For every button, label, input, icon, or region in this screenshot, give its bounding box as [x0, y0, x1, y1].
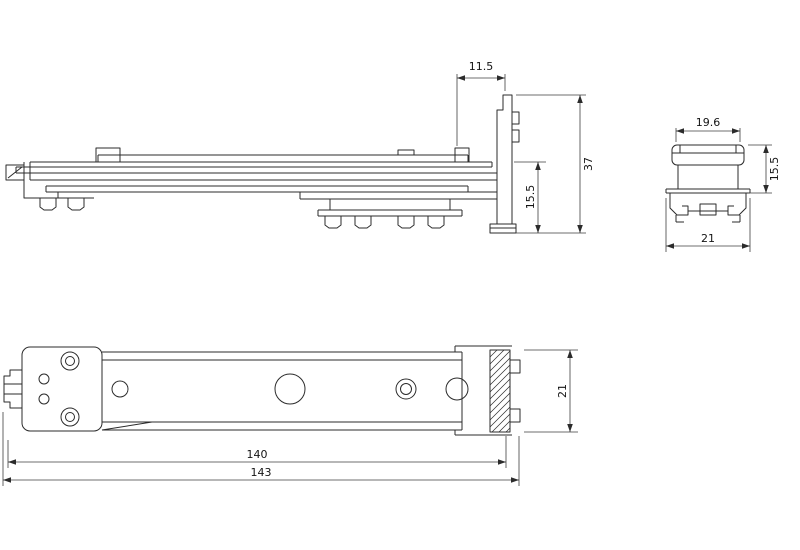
hole-top: [65, 356, 75, 366]
side-rail-height-dim-label: 15.5: [524, 185, 537, 210]
cap-inner-verticals: [679, 145, 737, 153]
side-total-height-dim-label: 37: [582, 157, 595, 171]
dim-arrowhead: [535, 225, 541, 233]
body-outline: [102, 351, 463, 431]
hole-ring-top: [60, 351, 80, 371]
base-feet: [675, 215, 741, 223]
dim-arrowhead: [676, 128, 684, 134]
lower-rail: [317, 199, 463, 217]
hole-end: [445, 377, 469, 401]
dim-arrowhead: [8, 459, 16, 465]
base-left-leg: [669, 193, 689, 216]
left-plate: [21, 346, 103, 432]
plan-view-dims: 21 140 143: [2, 349, 578, 486]
end-body-height-dim-label: 15.5: [768, 157, 781, 182]
dim-arrowhead: [577, 225, 583, 233]
dim-arrowhead: [742, 243, 750, 249]
end-view-dims: 19.6 15.5 21: [665, 116, 781, 252]
extension-lines: [2, 349, 578, 486]
hole-right-inner: [400, 383, 412, 395]
bumper-body: [489, 349, 511, 433]
top-tab-right: [454, 147, 470, 163]
flange-lines: [665, 188, 751, 194]
bumper-hatch: [489, 349, 511, 433]
dim-arrowhead: [535, 162, 541, 170]
end-plate-clip-upper: [511, 111, 520, 125]
end-base-width-dim-label: 21: [701, 232, 715, 245]
dim-arrowhead: [567, 350, 573, 358]
hole-small-upper: [38, 373, 50, 385]
rail-layer-edges: [15, 162, 493, 192]
right-foot-clips: [397, 216, 445, 229]
base-right-leg: [727, 193, 747, 216]
extension-lines: [456, 74, 586, 234]
dim-arrowhead: [457, 75, 465, 81]
top-boss: [95, 147, 121, 163]
lower-leg: [299, 192, 497, 200]
bumper-clip-top: [509, 359, 521, 374]
left-tab-lines: [4, 383, 22, 395]
top-tab-small: [397, 149, 415, 156]
dim-arrowhead: [666, 243, 674, 249]
side-offset-dim-label: 11.5: [469, 60, 494, 73]
rail-layers: [16, 161, 497, 193]
dim-arrowhead: [498, 459, 506, 465]
bumper-frame: [454, 345, 512, 436]
plan-view: [3, 345, 521, 436]
dim-arrowhead: [511, 477, 519, 483]
dim-arrowhead: [763, 185, 769, 193]
dim-arrowhead: [577, 95, 583, 103]
plan-overall-length-dim-label: 143: [251, 466, 272, 479]
base-center-tab: [699, 203, 717, 216]
mid-body: [677, 165, 739, 189]
dim-arrowhead: [497, 75, 505, 81]
end-top-width-dim-label: 19.6: [696, 116, 721, 129]
bumper-clip-bottom: [509, 408, 521, 423]
side-view-dims: 11.5 37 15.5: [456, 60, 595, 234]
end-plate: [496, 94, 513, 225]
left-end-block-detail: [7, 166, 23, 179]
dim-arrowhead: [763, 145, 769, 153]
dim-arrowhead: [567, 424, 573, 432]
mid-foot-clips: [324, 216, 372, 229]
hole-plain: [111, 380, 129, 398]
end-view: [665, 144, 751, 223]
plan-body-length-dim-label: 140: [247, 448, 268, 461]
left-tab: [3, 369, 22, 409]
hole-ring-bottom: [60, 407, 80, 427]
hole-ring-right: [395, 378, 417, 400]
hole-bottom: [65, 412, 75, 422]
dim-arrowhead: [732, 128, 740, 134]
side-view: [5, 94, 520, 234]
dim-arrowhead: [3, 477, 11, 483]
body-chamfer: [101, 421, 153, 431]
plan-width-dim-label: 21: [556, 384, 569, 398]
hole-large: [274, 373, 306, 405]
rail-top-plate: [97, 154, 469, 162]
cap-outline: [671, 144, 745, 166]
left-foot-clips: [39, 198, 85, 211]
end-plate-clip-lower: [511, 129, 520, 143]
extension-lines: [665, 128, 772, 252]
hole-small-lower: [38, 393, 50, 405]
